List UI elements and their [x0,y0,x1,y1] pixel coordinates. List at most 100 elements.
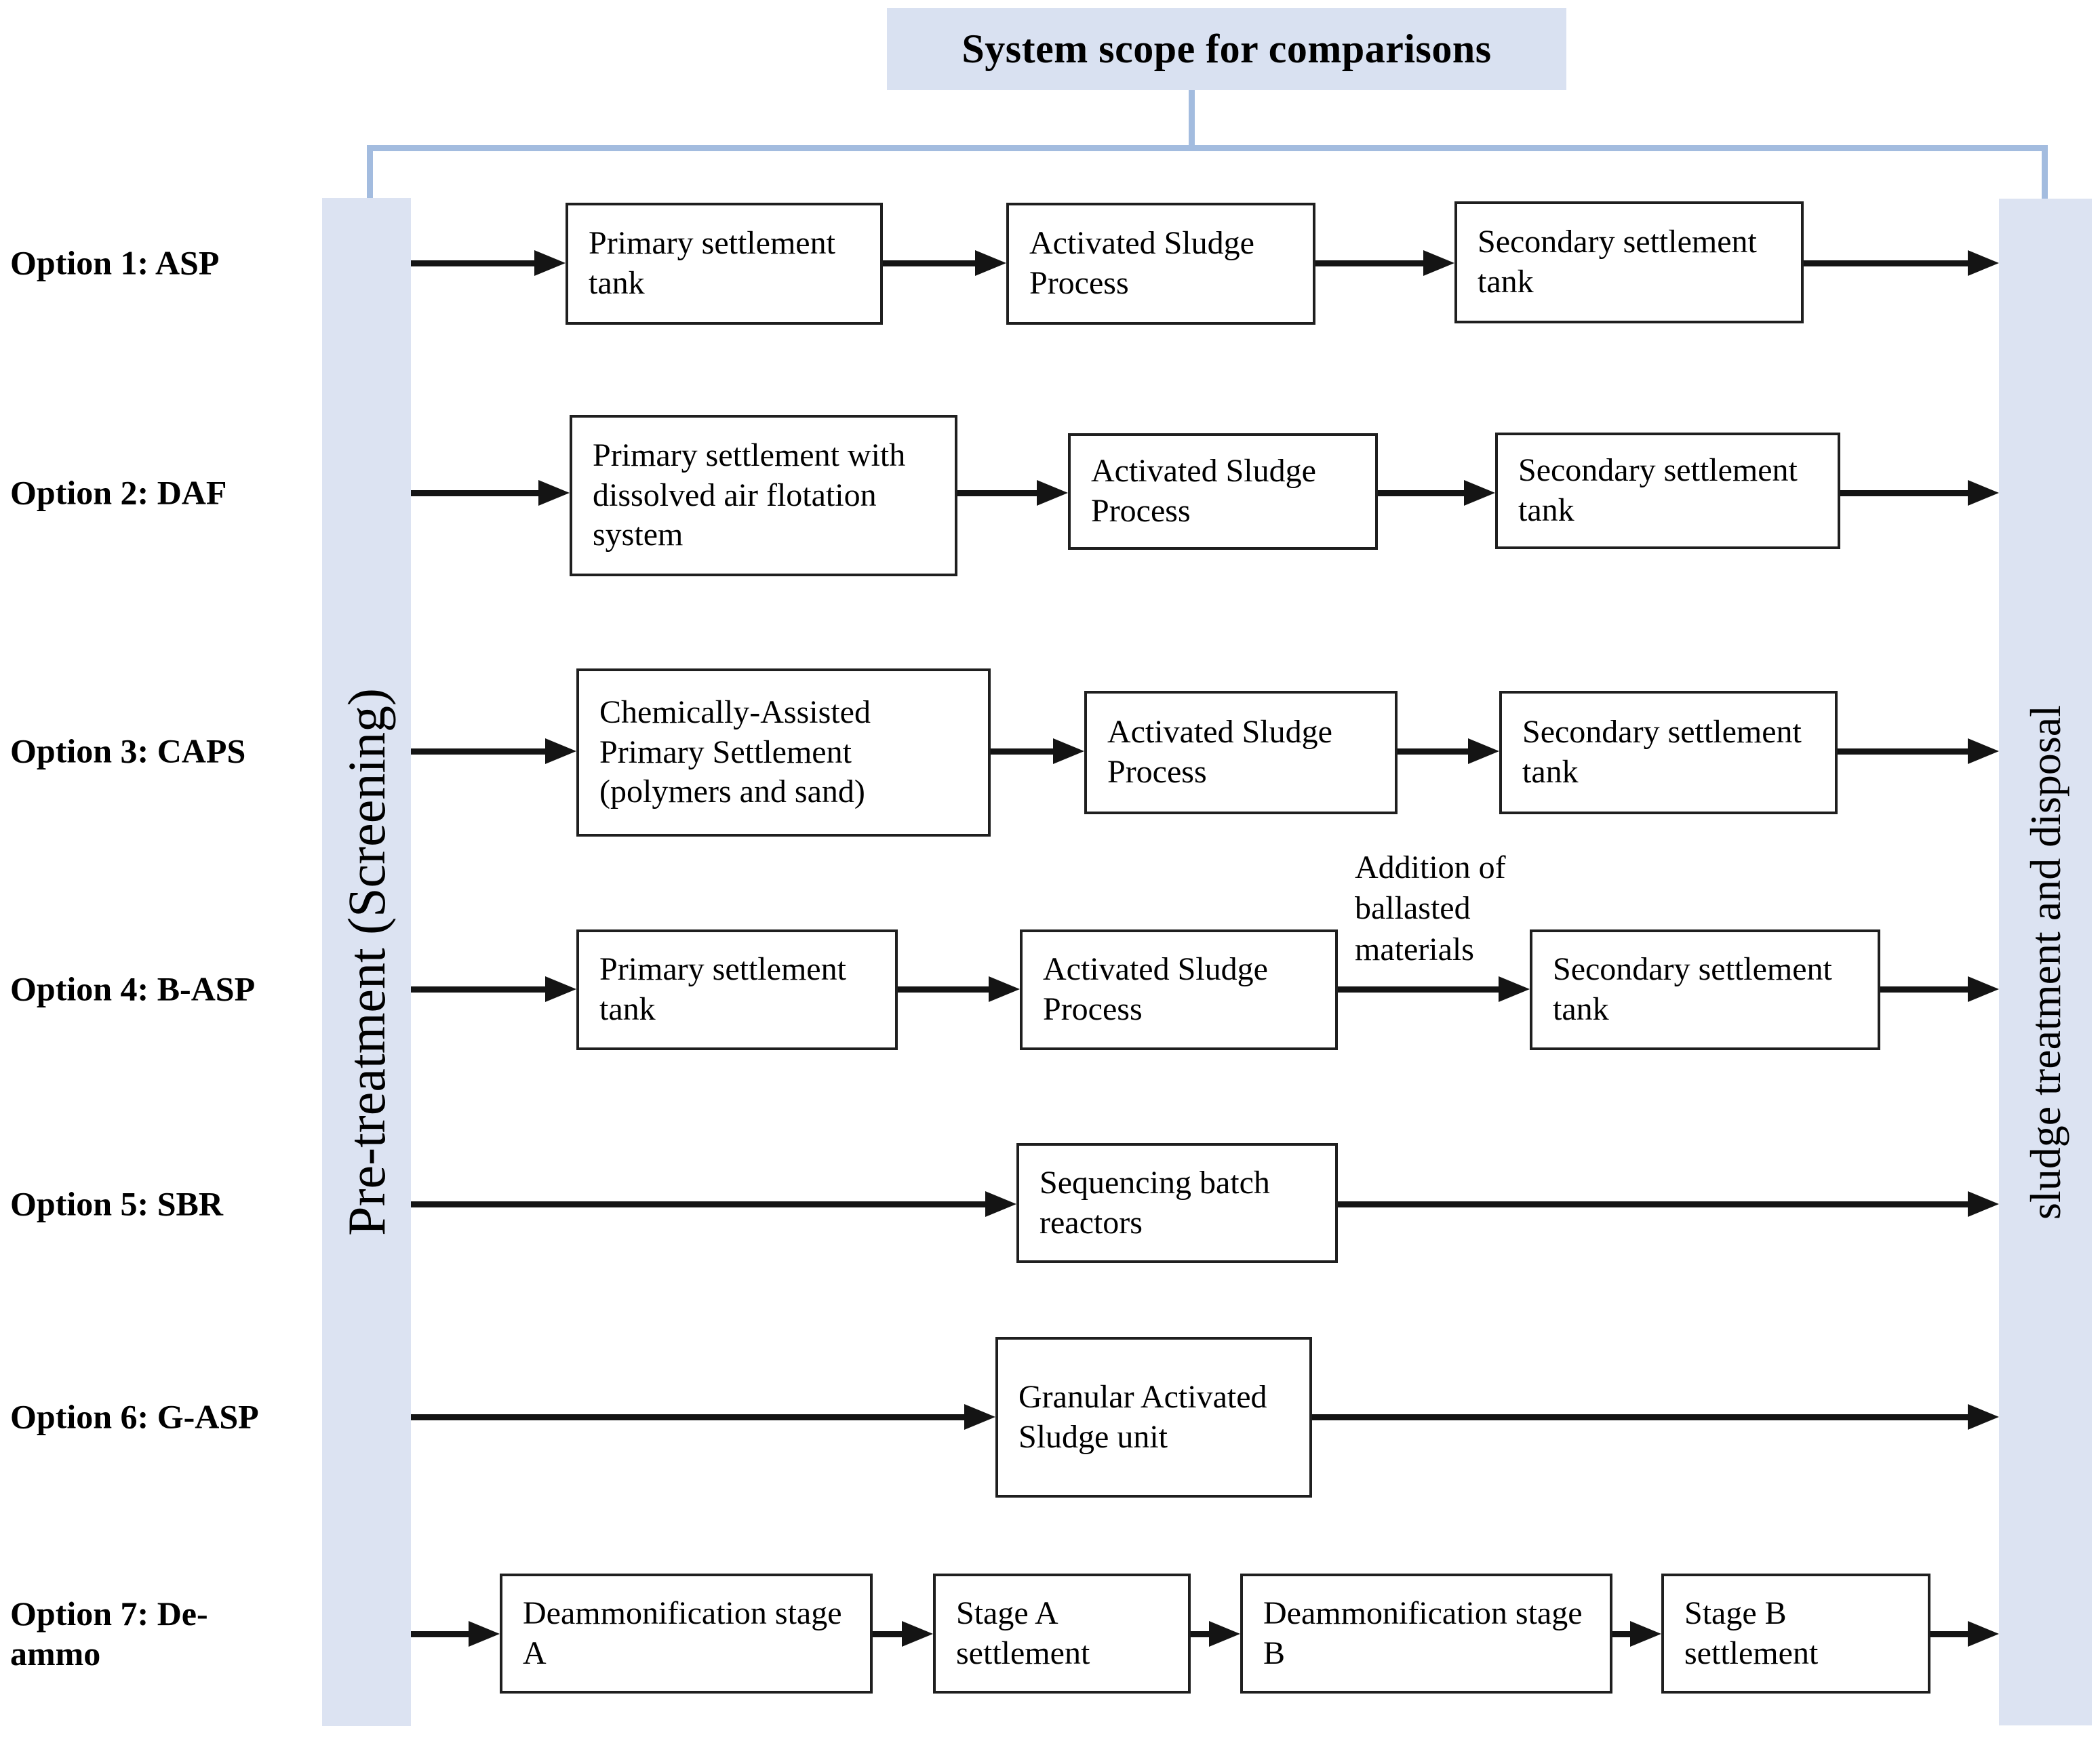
bracket-stem [1189,90,1195,148]
flow-arrow [411,260,538,266]
flow-arrow-head-icon [1464,480,1495,506]
flow-arrow-head-icon [469,1621,500,1647]
process-box: Chemically-Assisted Primary Settlement (… [576,668,991,837]
process-box: Secondary settlement tank [1499,691,1838,814]
bracket-left-elbow [367,145,373,199]
flow-arrow-head-icon [1968,976,1999,1002]
bracket-horizontal [367,145,2048,151]
pretreatment-column: Pre-treatment (Screening) [322,198,411,1726]
flow-arrow-head-icon [1053,738,1084,764]
flow-arrow [411,1631,473,1637]
flow-arrow-head-icon [545,738,576,764]
flow-arrow-head-icon [1968,738,1999,764]
process-box: Activated Sludge Process [1006,203,1315,325]
flow-arrow [1338,986,1503,993]
process-box: Activated Sludge Process [1084,691,1398,814]
flow-arrow [411,986,549,993]
process-box-label: Stage B settlement [1684,1595,1819,1671]
sludge-column: sludge treatment and disposal [1999,199,2092,1725]
flow-arrow [1315,260,1427,266]
flow-arrow [873,1631,906,1637]
flow-arrow-head-icon [1630,1621,1661,1647]
flow-arrow-head-icon [538,480,570,506]
flow-arrow-head-icon [1968,480,1999,506]
flow-arrow-head-icon [1968,1191,1999,1217]
process-box-label: Activated Sludge Process [1043,951,1268,1027]
process-box: Granular Activated Sludge unit [995,1337,1312,1498]
pretreatment-column-label: Pre-treatment (Screening) [336,688,396,1236]
flow-arrow-head-icon [1499,976,1530,1002]
flow-arrow-head-icon [1968,1621,1999,1647]
flow-arrow [1312,1414,1972,1420]
option-label: Option 3: CAPS [10,732,246,770]
process-box: Stage A settlement [933,1574,1191,1694]
flow-arrow [1838,748,1972,755]
flow-arrow-head-icon [545,976,576,1002]
flow-arrow [898,986,993,993]
flow-arrow-head-icon [902,1621,933,1647]
process-box: Primary settlement with dissolved air fl… [570,415,957,576]
flow-arrow [1338,1201,1972,1207]
process-box-label: Secondary settlement tank [1478,224,1757,300]
process-box-label: Primary settlement tank [599,951,846,1027]
flow-arrow [883,260,979,266]
flow-arrow [411,1201,989,1207]
flow-arrow-head-icon [1968,1404,1999,1430]
flow-arrow-head-icon [1037,480,1068,506]
process-box: Sequencing batch reactors [1016,1143,1338,1263]
bracket-right-elbow [2042,145,2048,200]
flow-arrow [957,490,1041,496]
flow-arrow [411,748,549,755]
process-box: Activated Sludge Process [1020,929,1338,1050]
process-box-label: Activated Sludge Process [1107,714,1332,790]
flow-arrow [1398,748,1472,755]
flow-arrow [1840,490,1972,496]
diagram-title: System scope for comparisons [887,8,1566,90]
flow-arrow-head-icon [975,250,1006,276]
flow-arrow-head-icon [1968,250,1999,276]
option-label: Option 7: De-ammo [10,1595,208,1673]
process-box: Activated Sludge Process [1068,433,1378,550]
process-box-label: Activated Sludge Process [1029,225,1254,301]
flow-arrow-head-icon [1423,250,1454,276]
process-box: Deammonification stage B [1240,1574,1612,1694]
flow-arrow [1612,1631,1634,1637]
flow-arrow [991,748,1057,755]
option-label: Option 1: ASP [10,243,220,282]
process-box: Secondary settlement tank [1454,201,1804,323]
flow-arrow-head-icon [985,1191,1016,1217]
flow-arrow [1930,1631,1972,1637]
process-box-label: Deammonification stage B [1263,1595,1583,1671]
process-box-label: Sequencing batch reactors [1039,1164,1270,1241]
process-box-label: Granular Activated Sludge unit [1018,1378,1267,1455]
flow-arrow [1880,986,1972,993]
option-label: Option 6: G-ASP [10,1397,259,1436]
process-box-label: Deammonification stage A [523,1595,842,1671]
process-box: Stage B settlement [1661,1574,1930,1694]
flow-arrow [411,490,542,496]
process-box-label: Activated Sludge Process [1091,453,1316,529]
process-box-label: Secondary settlement tank [1553,951,1832,1027]
process-box: Deammonification stage A [500,1574,873,1694]
flow-arrow-head-icon [1468,738,1499,764]
process-box-label: Secondary settlement tank [1522,714,1802,790]
flow-arrow-head-icon [1209,1621,1240,1647]
process-box: Secondary settlement tank [1495,433,1840,549]
process-box-label: Secondary settlement tank [1518,452,1798,528]
ballast-annotation: Addition of ballasted materials [1355,849,1506,967]
flow-arrow-head-icon [964,1404,995,1430]
flow-arrow [411,1414,968,1420]
sludge-column-label: sludge treatment and disposal [2021,704,2069,1220]
flow-arrow-head-icon [534,250,566,276]
process-box-label: Chemically-Assisted Primary Settlement (… [599,694,871,810]
process-box: Secondary settlement tank [1530,929,1880,1050]
process-box: Primary settlement tank [566,203,883,325]
flow-arrow [1804,260,1972,266]
flow-arrow [1191,1631,1213,1637]
process-box: Primary settlement tank [576,929,898,1050]
process-box-label: Stage A settlement [956,1595,1090,1671]
option-label: Option 2: DAF [10,473,227,512]
flow-arrow [1378,490,1468,496]
option-label: Option 5: SBR [10,1184,223,1223]
